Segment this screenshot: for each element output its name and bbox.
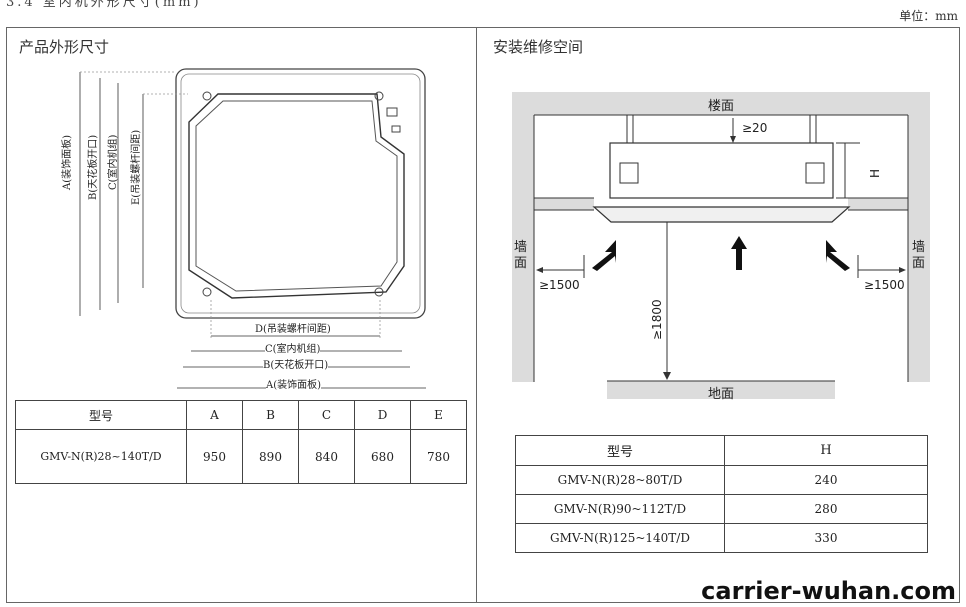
left-dimension-table: 型号 A B C D E GMV-N(R)28~140T/D 950 890 8… <box>15 400 467 484</box>
dim-label-e: E(吊装螺杆间距) <box>131 129 142 205</box>
cell-model: GMV-N(R)28~80T/D <box>515 465 725 495</box>
cell-a: 950 <box>186 429 243 484</box>
right-panel-title: 安装维修空间 <box>493 38 584 56</box>
watermark: carrier-wuhan.com <box>701 577 956 605</box>
cell-model: GMV-N(R)90~112T/D <box>515 494 725 524</box>
panel-divider <box>476 27 477 603</box>
height-label: ≥1800 <box>650 299 664 340</box>
cell-model: GMV-N(R)125~140T/D <box>515 523 725 553</box>
header-a: A <box>186 400 243 430</box>
floor-top-label: 楼面 <box>708 99 735 114</box>
gap-label: ≥20 <box>742 121 768 135</box>
cropped-heading: 3.4 室内机外形尺寸(mm) <box>6 0 202 8</box>
dim-label-c: C(室内机组) <box>108 134 119 190</box>
cell-c: 840 <box>298 429 355 484</box>
content-frame <box>6 27 960 603</box>
header-b: B <box>242 400 299 430</box>
dim-label-c-h: C(室内机组) <box>265 340 321 355</box>
right-h-table: 型号 H GMV-N(R)28~80T/D 240 GMV-N(R)90~112… <box>515 435 928 553</box>
header-model: 型号 <box>15 400 187 430</box>
table-row: GMV-N(R)28~140T/D 950 890 840 680 780 <box>15 429 467 484</box>
dim-label-a: A(装饰面板) <box>62 134 73 190</box>
header-h: H <box>724 435 928 466</box>
table-row: GMV-N(R)90~112T/D 280 <box>515 494 928 524</box>
cell-model: GMV-N(R)28~140T/D <box>15 429 187 484</box>
dim-label-b-h: B(天花板开口) <box>263 356 329 371</box>
header-model: 型号 <box>515 435 725 466</box>
cell-h: 240 <box>724 465 928 495</box>
header-d: D <box>354 400 411 430</box>
left-panel-title: 产品外形尺寸 <box>19 38 110 56</box>
table-row: GMV-N(R)28~80T/D 240 <box>515 465 928 495</box>
ground-label: 地面 <box>708 387 735 402</box>
dim-label-d: D(吊装螺杆间距) <box>255 320 331 335</box>
side-right-label: ≥1500 <box>864 278 905 292</box>
h-label: H <box>868 168 882 178</box>
cell-d: 680 <box>354 429 411 484</box>
unit-label: 单位：mm <box>899 9 958 23</box>
table-header-row: 型号 A B C D E <box>15 400 467 430</box>
dim-label-b: B(天花板开口) <box>88 134 99 200</box>
cell-e: 780 <box>410 429 467 484</box>
wall-right-label: 墙面 <box>912 240 926 271</box>
table-header-row: 型号 H <box>515 435 928 466</box>
header-c: C <box>298 400 355 430</box>
side-left-label: ≥1500 <box>539 278 580 292</box>
cell-b: 890 <box>242 429 299 484</box>
cell-h: 330 <box>724 523 928 553</box>
header-e: E <box>410 400 467 430</box>
cell-h: 280 <box>724 494 928 524</box>
wall-left-label: 墙面 <box>514 240 528 271</box>
dim-label-a-h: A(装饰面板) <box>266 376 322 391</box>
table-row: GMV-N(R)125~140T/D 330 <box>515 523 928 553</box>
